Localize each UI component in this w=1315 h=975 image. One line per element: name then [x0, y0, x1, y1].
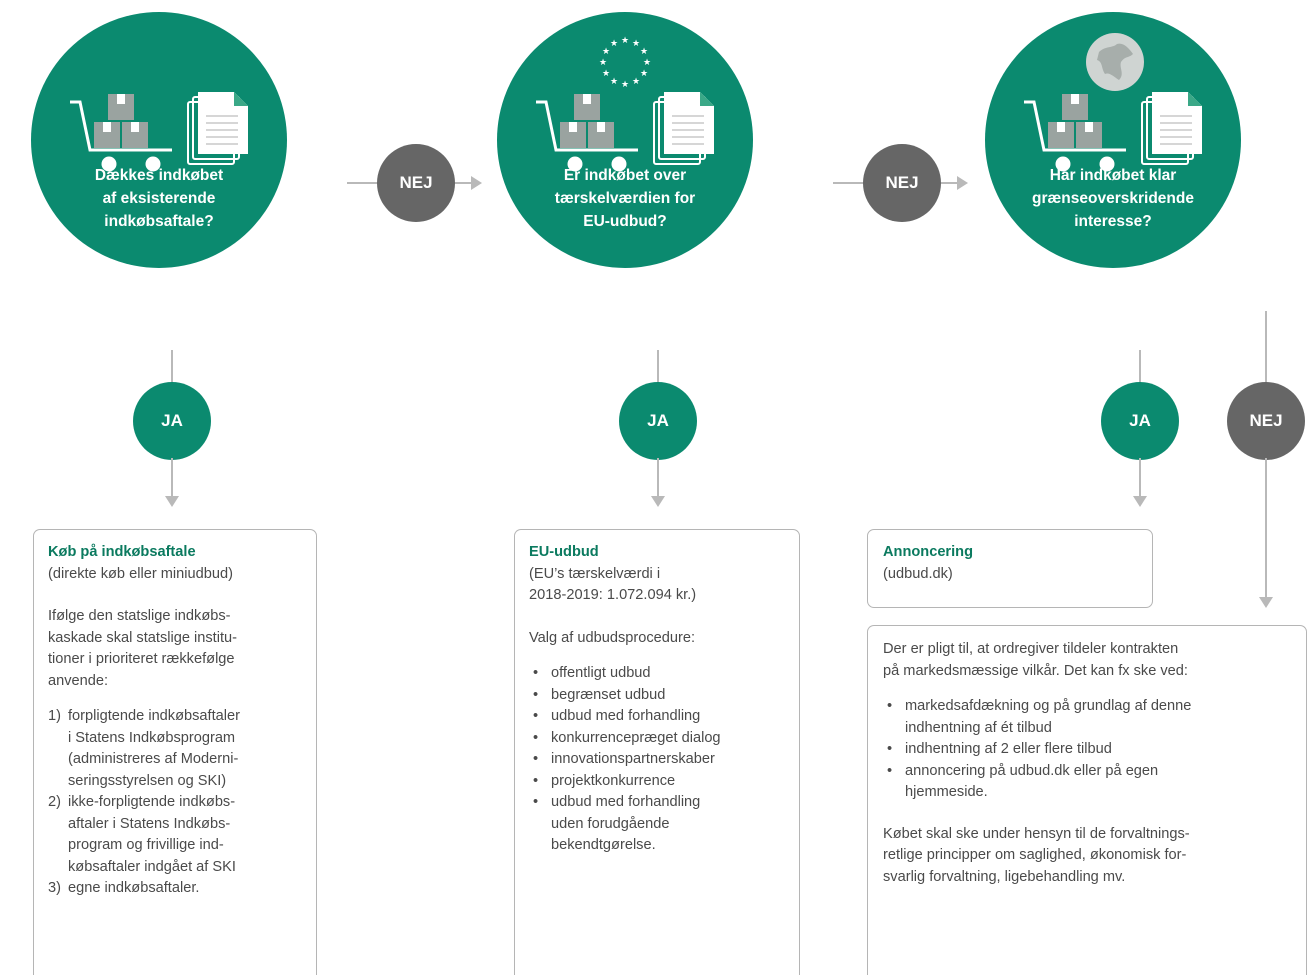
- yes-badge-3: JA: [1101, 382, 1179, 460]
- box-4-list: markedsafdækning og på grundlag af denne…: [883, 696, 1291, 804]
- svg-text:★: ★: [610, 39, 618, 49]
- svg-text:★: ★: [640, 69, 648, 79]
- svg-text:★: ★: [621, 80, 629, 90]
- no-badge-3: NEJ: [1227, 382, 1305, 460]
- svg-text:★: ★: [643, 58, 651, 68]
- arrow-right-1: [471, 176, 482, 190]
- list-item: innovationspartnerskaber: [529, 749, 785, 771]
- box-3-subtitle: (udbud.dk): [883, 565, 953, 582]
- box-3-title: Annoncering: [883, 544, 973, 560]
- list-item: 2)ikke-forpligtende indkøbs- aftaler i S…: [48, 794, 236, 875]
- step-2-circle: ★★★ ★★★ ★★★ ★★★ Er indkøbet over tærskel…: [497, 12, 753, 268]
- list-item: annoncering på udbud.dk eller på egen hj…: [883, 761, 1291, 804]
- box-announcement: Annoncering (udbud.dk): [867, 529, 1153, 608]
- step-1-question: Dækkes indkøbet af eksisterende indkøbsa…: [94, 167, 224, 230]
- connector-2-left: [833, 182, 867, 184]
- list-item: 3)egne indkøbsaftaler.: [48, 880, 200, 896]
- box-1-subtitle: (direkte køb eller miniudbud): [48, 565, 233, 582]
- list-item: offentligt udbud: [529, 663, 785, 685]
- cart-and-document-icon: [68, 92, 250, 173]
- step-3-question: Har indkøbet klar grænseoverskridende in…: [1032, 167, 1194, 230]
- list-item: 1)forpligtende indkøbsaftaler i Statens …: [48, 708, 240, 789]
- box-4-outro: Købet skal ske under hensyn til de forva…: [883, 825, 1190, 885]
- box-2-list: offentligt udbud begrænset udbud udbud m…: [529, 663, 785, 857]
- svg-text:★: ★: [602, 47, 610, 57]
- svg-text:★: ★: [621, 36, 629, 46]
- list-item: begrænset udbud: [529, 685, 785, 707]
- cart-and-document-icon: [534, 92, 716, 173]
- arrow-right-2: [957, 176, 968, 190]
- connector-1-left: [347, 182, 381, 184]
- yes-badge-1: JA: [133, 382, 211, 460]
- globe-europe-icon: [1086, 33, 1144, 91]
- no-badge-2: NEJ: [863, 144, 941, 222]
- no-badge-1: NEJ: [377, 144, 455, 222]
- connector-1-right: [455, 182, 473, 184]
- connector-down-1-top: [171, 350, 173, 384]
- svg-text:★: ★: [602, 69, 610, 79]
- list-item: konkurrencepræget dialog: [529, 728, 785, 750]
- connector-down-2-top: [657, 350, 659, 384]
- box-market-terms: Der er pligt til, at ordregiver tildeler…: [867, 625, 1307, 975]
- step-3-circle: Har indkøbet klar grænseoverskridende in…: [985, 12, 1241, 268]
- connector-down-4-bottom: [1265, 458, 1267, 598]
- box-1-intro: Ifølge den statslige indkøbs- kaskade sk…: [48, 608, 237, 689]
- box-2-subtitle: (EU’s tærskelværdi i 2018-2019: 1.072.09…: [529, 565, 697, 604]
- box-4-intro: Der er pligt til, at ordregiver tildeler…: [883, 641, 1188, 679]
- box-1-title: Køb på indkøbsaftale: [48, 544, 196, 560]
- connector-2-right: [941, 182, 959, 184]
- eu-stars-icon: ★★★ ★★★ ★★★ ★★★: [599, 36, 651, 90]
- yes-badge-2: JA: [619, 382, 697, 460]
- list-item: udbud med forhandling uden forudgående b…: [529, 792, 785, 857]
- box-purchase-agreement: Køb på indkøbsaftale (direkte køb eller …: [33, 529, 317, 975]
- svg-text:★: ★: [610, 77, 618, 87]
- arrow-down-3: [1133, 496, 1147, 507]
- list-item: markedsafdækning og på grundlag af denne…: [883, 696, 1291, 739]
- svg-text:★: ★: [599, 58, 607, 68]
- cart-and-document-icon: [1022, 92, 1204, 173]
- svg-text:★: ★: [640, 47, 648, 57]
- box-2-intro: Valg af udbudsprocedure:: [529, 629, 696, 646]
- step-1-circle: Dækkes indkøbet af eksisterende indkøbsa…: [31, 12, 287, 268]
- list-item: indhentning af 2 eller flere tilbud: [883, 739, 1291, 761]
- connector-down-4-top: [1265, 311, 1267, 386]
- connector-down-1-bottom: [171, 458, 173, 496]
- arrow-down-4: [1259, 597, 1273, 608]
- connector-down-3-bottom: [1139, 458, 1141, 496]
- step-2-question: Er indkøbet over tærskelværdien for EU-u…: [554, 167, 696, 230]
- list-item: projektkonkurrence: [529, 771, 785, 793]
- svg-text:★: ★: [632, 39, 640, 49]
- list-item: udbud med forhandling: [529, 706, 785, 728]
- box-2-title: EU-udbud: [529, 544, 599, 560]
- arrow-down-2: [651, 496, 665, 507]
- svg-text:★: ★: [632, 77, 640, 87]
- box-1-list: 1)forpligtende indkøbsaftaler i Statens …: [48, 706, 302, 900]
- arrow-down-1: [165, 496, 179, 507]
- connector-down-3-top: [1139, 350, 1141, 384]
- connector-down-2-bottom: [657, 458, 659, 496]
- box-eu-tender: EU-udbud (EU’s tærskelværdi i 2018-2019:…: [514, 529, 800, 975]
